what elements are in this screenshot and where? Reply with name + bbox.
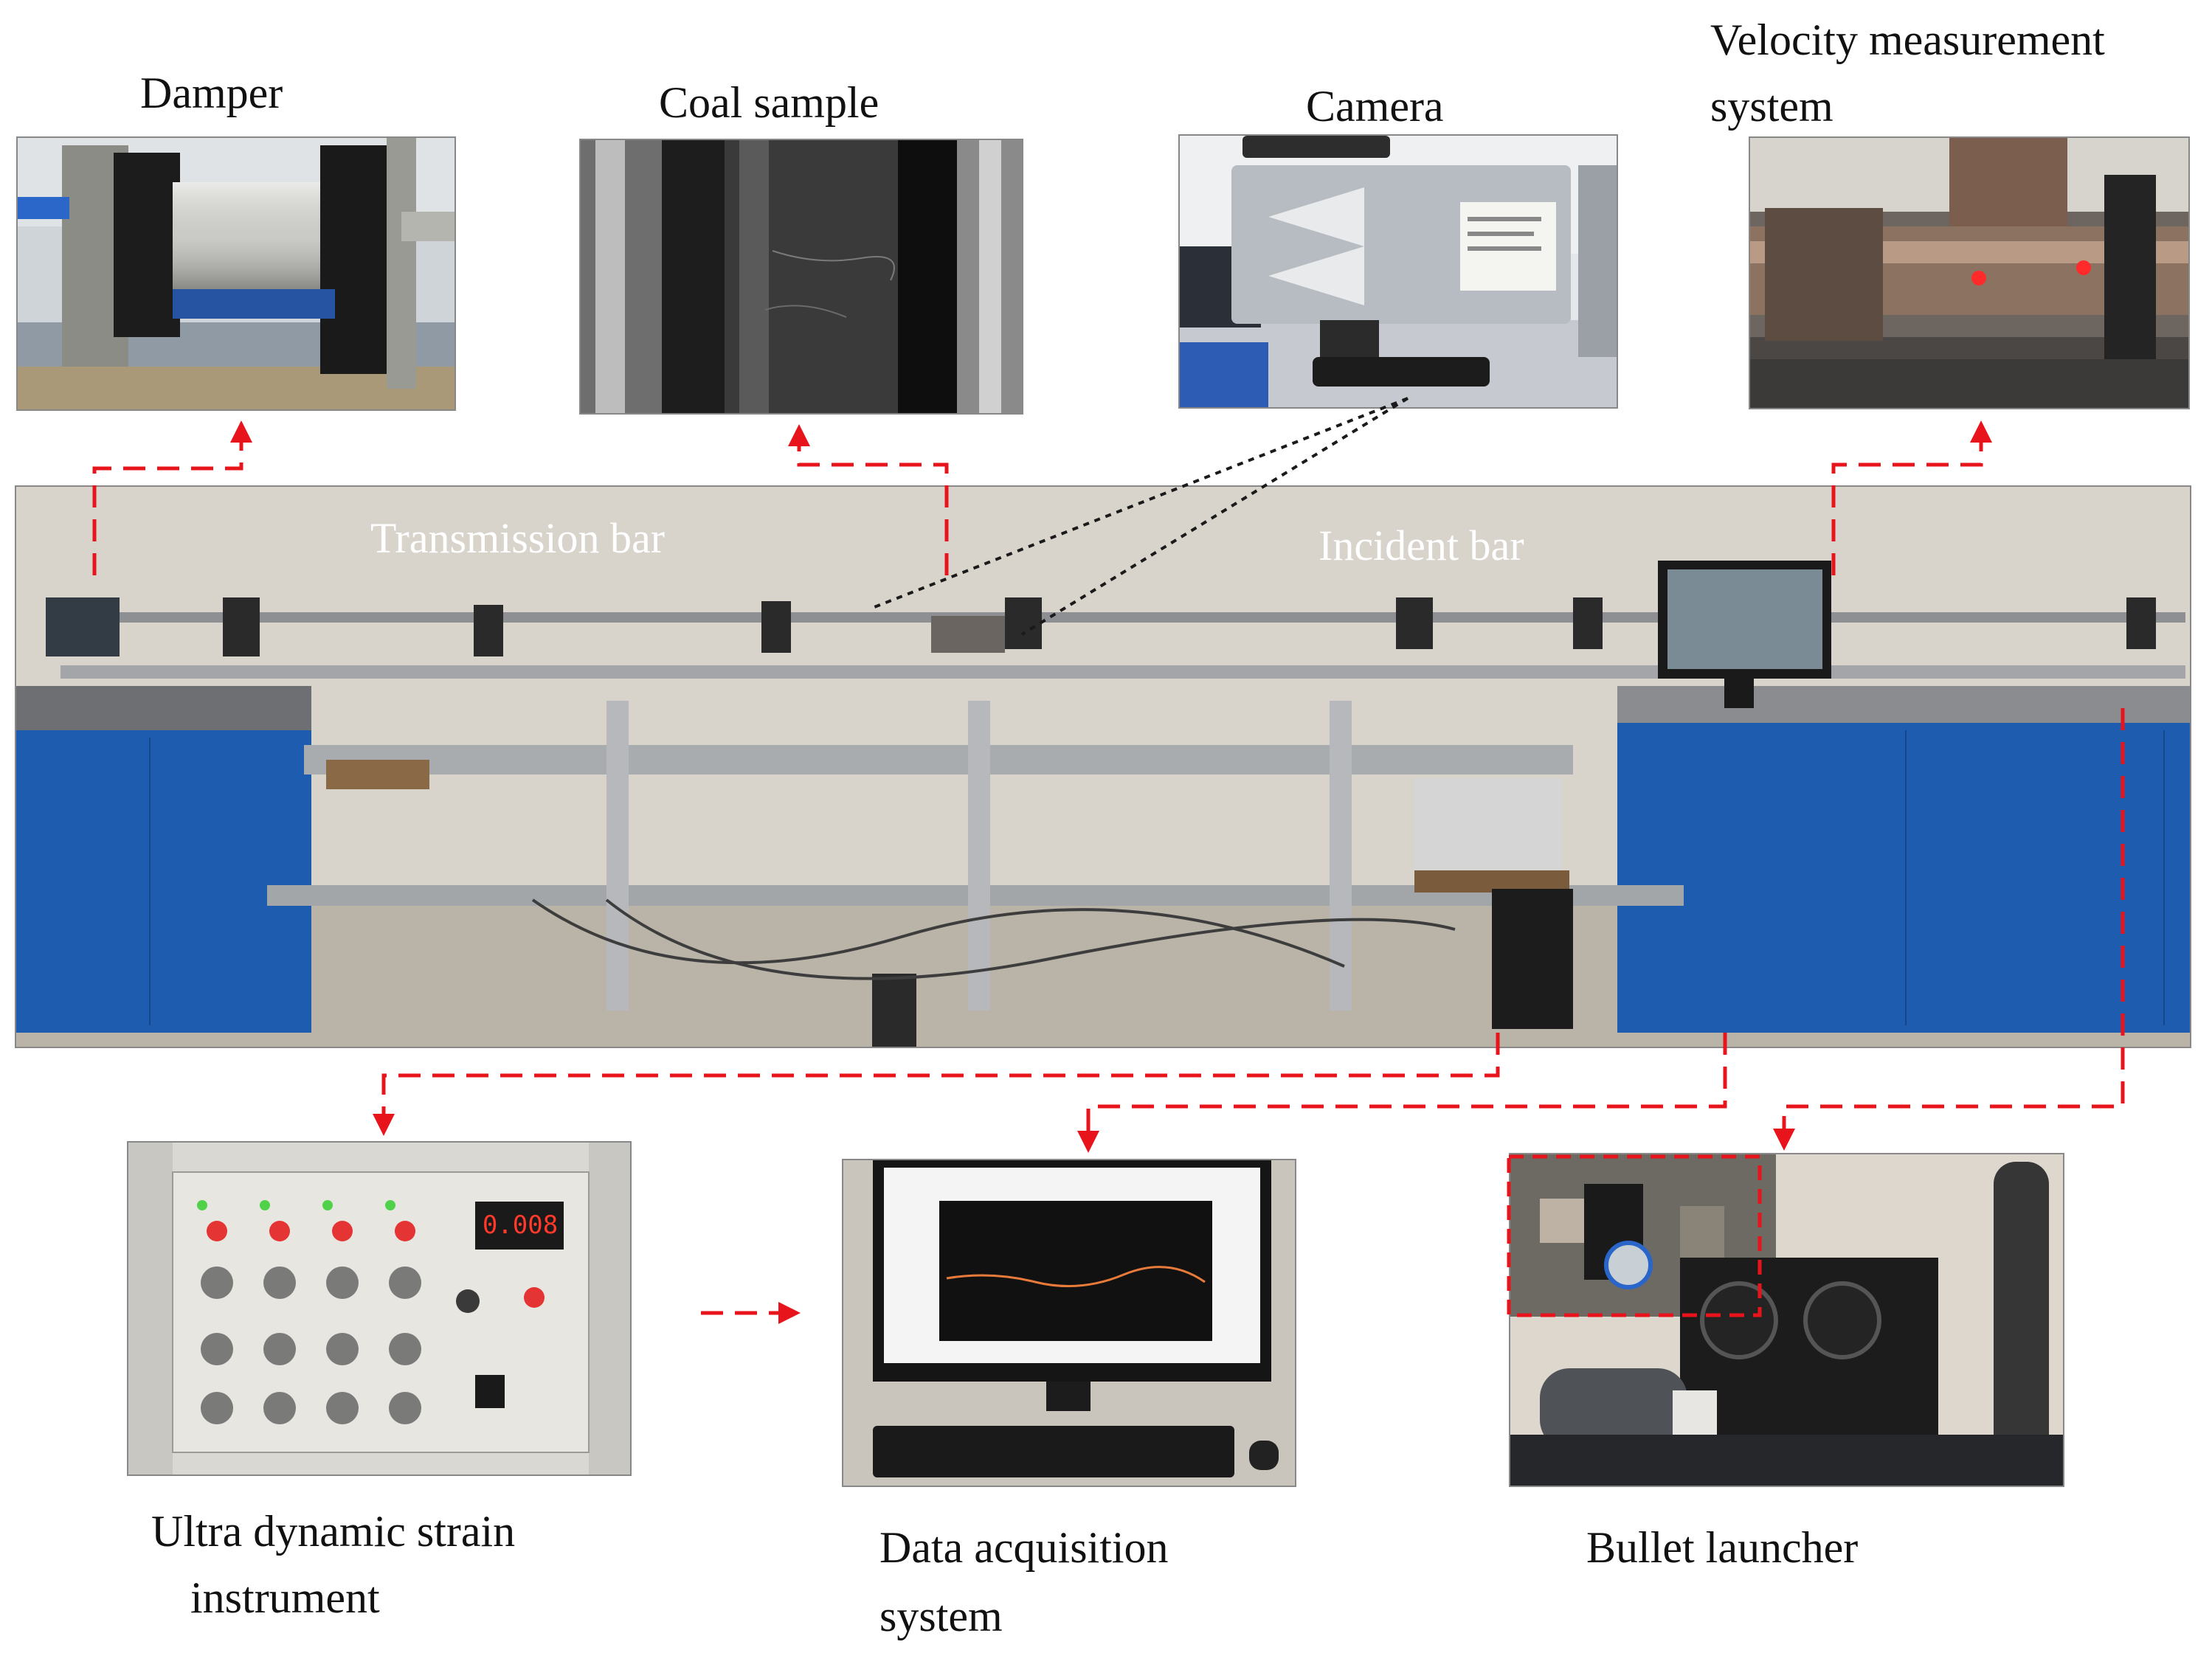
- coal-sample-photo: [579, 139, 1023, 415]
- camera-photo: [1178, 134, 1618, 409]
- camera-sightline-1: [870, 397, 1409, 610]
- coal-sample-arrow: [788, 424, 949, 575]
- strain-label-line1: Ultra dynamic strain: [151, 1507, 516, 1556]
- daq-arrow: [1077, 1033, 1727, 1153]
- coal-sample-label: Coal sample: [659, 78, 879, 127]
- shpb-setup-photo: Transmission bar Incident bar: [15, 485, 2191, 1048]
- incident-bar-label: Incident bar: [1318, 521, 1524, 569]
- velocity-photo: [1749, 136, 2190, 409]
- bullet-launcher-photo: [1509, 1153, 2064, 1487]
- bullet-launcher-arrow: [1773, 708, 2125, 1151]
- bullet-launcher-label: Bullet launcher: [1586, 1523, 1859, 1572]
- strain-label-line2: instrument: [190, 1573, 380, 1622]
- velocity-label-line2: system: [1710, 82, 1833, 131]
- bullet-launcher-inset-box: [1507, 1154, 1762, 1317]
- daq-label-line2: system: [879, 1592, 1003, 1640]
- velocity-arrow: [1831, 420, 1992, 575]
- daq-label-line1: Data acquisition: [879, 1523, 1169, 1572]
- damper-arrow: [92, 420, 252, 575]
- strain-instrument-arrow: [373, 1033, 1500, 1136]
- strain-instrument-photo: 0.008: [127, 1141, 632, 1476]
- camera-label: Camera: [1306, 82, 1444, 131]
- velocity-label-line1: Velocity measurement: [1710, 15, 2105, 64]
- camera-sightline-2: [1020, 397, 1409, 636]
- damper-label: Damper: [140, 69, 283, 117]
- strain-display-readout: 0.008: [482, 1210, 559, 1240]
- transmission-bar-label: Transmission bar: [370, 514, 666, 562]
- daq-photo: [842, 1159, 1296, 1487]
- damper-photo: [16, 136, 456, 411]
